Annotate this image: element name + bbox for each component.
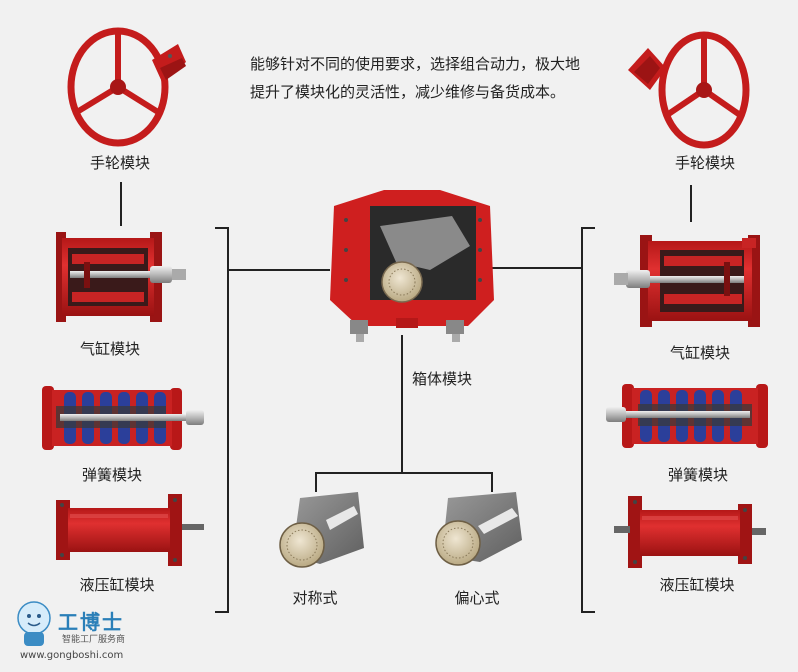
- spring-left-image: [42, 386, 204, 450]
- connector-lines: [120, 182, 692, 613]
- watermark-mascot: [17, 601, 51, 646]
- label-hydraulic-right: 液压缸模块: [659, 576, 735, 594]
- cylinder-right-image: [614, 235, 760, 327]
- spring-right-image: [606, 384, 768, 448]
- label-symmetric: 对称式: [292, 589, 338, 607]
- label-housing: 箱体模块: [412, 370, 473, 388]
- description-text: 能够针对不同的使用要求，选择组合动力，极大地提升了模块化的灵活性，减少维修与备货…: [250, 55, 581, 101]
- cylinder-left-image: [56, 232, 186, 322]
- handwheel-left-image: [67, 27, 186, 147]
- label-hydraulic-left: 液压缸模块: [79, 576, 155, 594]
- housing-image: [330, 190, 494, 342]
- cam-branch: [315, 472, 493, 492]
- cam-symmetric-image: [279, 492, 364, 568]
- right-bracket: [581, 227, 595, 613]
- cam-eccentric-image: [435, 492, 522, 566]
- watermark-title: 工博士: [58, 610, 124, 634]
- hydraulic-right-image: [614, 496, 766, 568]
- label-cylinder-left: 气缸模块: [79, 340, 140, 358]
- watermark-url: www.gongboshi.com: [20, 650, 124, 661]
- left-bracket: [215, 227, 229, 613]
- label-cylinder-right: 气缸模块: [669, 344, 730, 362]
- label-handwheel-left: 手轮模块: [89, 154, 150, 172]
- label-eccentric: 偏心式: [454, 589, 500, 607]
- label-spring-right: 弹簧模块: [667, 466, 728, 484]
- label-spring-left: 弹簧模块: [81, 466, 142, 484]
- hydraulic-left-image: [56, 494, 204, 566]
- watermark-subtitle: 智能工厂服务商: [62, 635, 126, 645]
- label-handwheel-right: 手轮模块: [674, 154, 735, 172]
- handwheel-right-image: [628, 31, 750, 149]
